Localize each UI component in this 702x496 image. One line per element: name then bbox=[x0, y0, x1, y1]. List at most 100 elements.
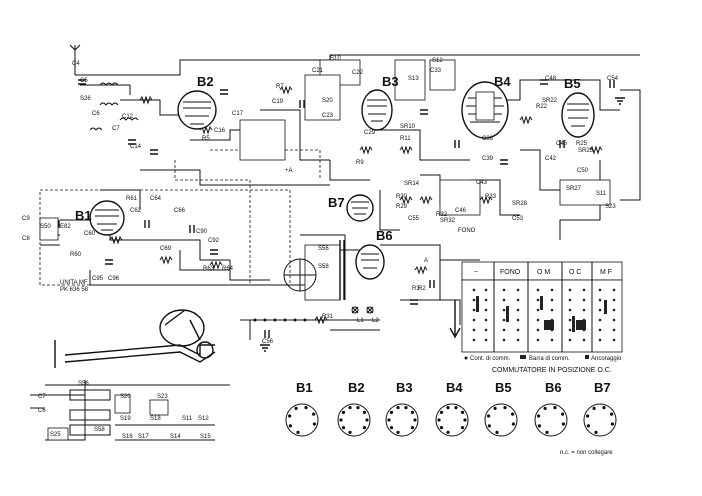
socket-pin bbox=[362, 410, 367, 414]
label-plus-a: +A bbox=[285, 168, 293, 174]
socket-pin bbox=[493, 406, 497, 410]
socket-pin bbox=[404, 406, 408, 410]
socket-pin bbox=[348, 430, 352, 434]
socket-label: B6 bbox=[545, 380, 562, 395]
tube-label: B1 bbox=[75, 208, 92, 223]
socket-pin bbox=[503, 406, 507, 410]
label-c56: C56 bbox=[262, 339, 274, 345]
socket-pin bbox=[446, 430, 450, 434]
switch-header: M F bbox=[600, 269, 612, 276]
legend-item: Cont. di comm. bbox=[470, 356, 511, 362]
label-r22: R22 bbox=[536, 104, 548, 110]
switch-panel: ~ FONO O M O C M F Cont. di comm. bbox=[449, 261, 623, 374]
label-r9: R9 bbox=[356, 160, 364, 166]
unit-label: PK 636 58 bbox=[60, 287, 89, 293]
label-s20-detail: S20 bbox=[120, 394, 131, 400]
socket-ring bbox=[583, 403, 617, 437]
socket-pin bbox=[510, 412, 515, 416]
socket-pin bbox=[312, 422, 316, 426]
legend-item: Barra di comm. bbox=[529, 356, 570, 362]
dial-drive-drawing bbox=[54, 309, 216, 368]
label-l2: L2 bbox=[372, 318, 379, 324]
label-s18: S18 bbox=[150, 416, 161, 422]
socket-pin bbox=[296, 430, 300, 434]
socket-pin bbox=[339, 418, 343, 422]
label-s23: S23 bbox=[605, 204, 616, 210]
socket-label: B2 bbox=[348, 380, 365, 395]
tube-B3 bbox=[361, 89, 393, 131]
socket-pin bbox=[561, 412, 565, 416]
socket-pin bbox=[463, 418, 467, 422]
socket-ring bbox=[435, 403, 469, 437]
socket-note: n.c. = non collegare bbox=[560, 450, 613, 456]
socket-pin bbox=[454, 406, 458, 410]
socket-pin bbox=[304, 406, 308, 410]
label-c96: C96 bbox=[108, 276, 120, 282]
tube-B1 bbox=[89, 200, 125, 236]
label-s12-detail: S12 bbox=[198, 416, 209, 422]
label-c29: C29 bbox=[364, 130, 376, 136]
socket-pin bbox=[365, 418, 369, 422]
label-c16: C16 bbox=[214, 128, 226, 134]
label-s23-detail: S23 bbox=[157, 394, 168, 400]
label-c17: C17 bbox=[232, 111, 244, 117]
power-section bbox=[240, 240, 374, 322]
label-s13: S13 bbox=[408, 76, 419, 82]
socket-pin bbox=[460, 410, 465, 414]
label-s16: S16 bbox=[122, 434, 133, 440]
label-s15: S15 bbox=[200, 434, 211, 440]
tube-label: B7 bbox=[328, 195, 345, 210]
socket-pin bbox=[487, 414, 491, 418]
socket-label: B3 bbox=[396, 380, 413, 395]
socket-pin bbox=[348, 406, 352, 410]
label-fono: FONO bbox=[458, 228, 476, 234]
label-c7: C7 bbox=[112, 126, 120, 132]
switch-header: ~ bbox=[474, 269, 478, 276]
socket-pin bbox=[537, 424, 542, 428]
label-s19: S19 bbox=[120, 416, 131, 422]
socket-pin bbox=[537, 414, 541, 418]
tube-label: B3 bbox=[382, 74, 399, 89]
label-c92: C92 bbox=[208, 238, 220, 244]
label-c5: C5 bbox=[80, 78, 88, 84]
label-sr10: SR10 bbox=[400, 124, 416, 130]
socket-ring bbox=[534, 403, 568, 437]
label-c6: C6 bbox=[92, 111, 100, 117]
legend-item: Ancoraggio bbox=[591, 356, 622, 362]
switch-wiring-detail bbox=[30, 380, 230, 441]
label-c95: C95 bbox=[92, 276, 104, 282]
tube-B5 bbox=[561, 92, 595, 138]
label-c42: C42 bbox=[545, 156, 557, 162]
label-c14: C14 bbox=[130, 144, 142, 150]
label-r2: R2 bbox=[418, 286, 426, 292]
socket-pin bbox=[362, 426, 367, 430]
label-c62: C62 bbox=[130, 208, 142, 214]
label-r63: R63 bbox=[203, 266, 215, 272]
tube-B7 bbox=[346, 194, 374, 222]
label-r3: R3 bbox=[412, 286, 420, 292]
label-c64: C64 bbox=[150, 196, 162, 202]
label-sr22: SR22 bbox=[542, 98, 558, 104]
socket-pin bbox=[288, 414, 292, 418]
socket-circles bbox=[285, 403, 617, 437]
socket-pin bbox=[545, 430, 549, 434]
socket-pin bbox=[312, 412, 316, 416]
mf-unit-box bbox=[39, 189, 291, 286]
socket-pin bbox=[446, 406, 450, 410]
socket-pin bbox=[439, 410, 444, 414]
socket-pin bbox=[460, 426, 465, 430]
label-r31: R31 bbox=[322, 314, 334, 320]
label-c53: C53 bbox=[512, 216, 524, 222]
switch-header: O M bbox=[537, 269, 550, 276]
tube-B2 bbox=[177, 90, 217, 130]
socket-pin bbox=[610, 422, 615, 426]
label-r33: R33 bbox=[485, 194, 497, 200]
label-c69: C69 bbox=[160, 246, 172, 252]
label-c60: C60 bbox=[84, 231, 96, 237]
label-r29: R29 bbox=[396, 204, 408, 210]
label-c4: C4 bbox=[72, 61, 80, 67]
label-c54: C54 bbox=[607, 76, 619, 82]
label-s58: S58 bbox=[318, 264, 329, 270]
socket-pin bbox=[396, 406, 400, 410]
component-labels: C4 C5 C6 C7 C12 C14 C16 C17 C19 C21 C22 … bbox=[22, 56, 619, 440]
